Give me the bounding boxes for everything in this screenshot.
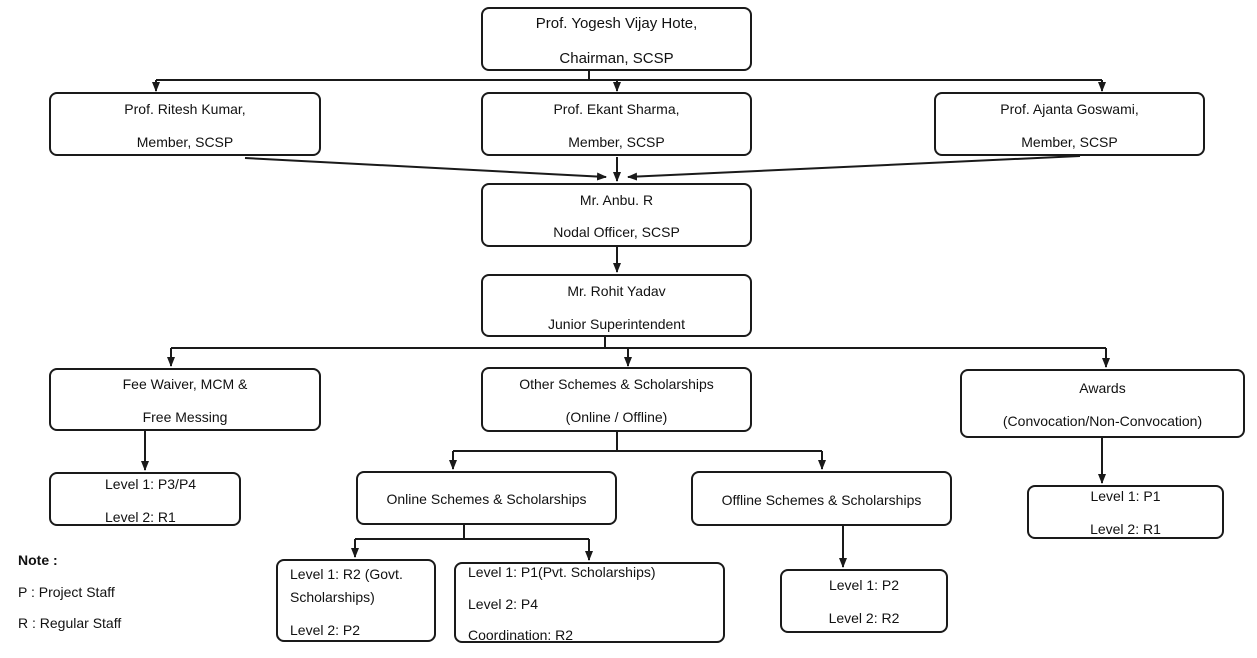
online-govt-level-1: Level 1: R2 (Govt. [290,566,403,582]
chairman-name: Prof. Yogesh Vijay Hote, [535,15,698,32]
member-box-ajanta-goswami: Prof. Ajanta Goswami, Member, SCSP [934,92,1205,156]
superintendent-name: Mr. Rohit Yadav [567,283,666,299]
member-title: Member, SCSP [136,134,234,150]
note-regular-staff: R : Regular Staff [18,615,122,631]
online-pvt-levels-box: Level 1: P1(Pvt. Scholarships) Level 2: … [454,562,725,643]
awards-box: Awards (Convocation/Non-Convocation) [960,369,1245,438]
fee-waiver-box: Fee Waiver, MCM & Free Messing [49,368,321,431]
member-box-ritesh-kumar: Prof. Ritesh Kumar, Member, SCSP [49,92,321,156]
member-box-ekant-sharma: Prof. Ekant Sharma, Member, SCSP [481,92,752,156]
other-schemes-line-1: Other Schemes & Scholarships [519,376,714,392]
connector-member-1-to-nodal [244,157,607,181]
awards-level-2: Level 2: R1 [1090,521,1161,537]
note-title: Note : [18,552,58,568]
note-project-staff: P : Project Staff [18,584,115,600]
online-pvt-level-1: Level 1: P1(Pvt. Scholarships) [468,564,656,580]
nodal-officer-name: Mr. Anbu. R [579,192,654,208]
chairman-title: Chairman, SCSP [559,50,674,67]
offline-schemes-box: Offline Schemes & Scholarships [691,471,952,526]
fee-level-2: Level 2: R1 [105,509,176,525]
other-schemes-line-2: (Online / Offline) [565,409,668,425]
online-govt-level-2: Level 2: P2 [290,622,361,638]
chairman-box: Prof. Yogesh Vijay Hote, Chairman, SCSP [481,7,752,71]
nodal-officer-box: Mr. Anbu. R Nodal Officer, SCSP [481,183,752,247]
awards-levels-box: Level 1: P1 Level 2: R1 [1027,485,1224,539]
offline-levels-box: Level 1: P2 Level 2: R2 [780,569,948,633]
online-govt-levels-box: Level 1: R2 (Govt. Scholarships) Level 2… [276,559,436,642]
online-pvt-coordination: Coordination: R2 [468,627,574,643]
superintendent-title: Junior Superintendent [548,316,685,332]
fee-waiver-line-2: Free Messing [142,409,228,425]
online-schemes-label: Online Schemes & Scholarships [386,491,587,507]
awards-level-1: Level 1: P1 [1090,488,1161,504]
online-govt-level-1-cont: Scholarships) [290,589,375,605]
awards-subtitle: (Convocation/Non-Convocation) [1002,413,1203,429]
online-schemes-box: Online Schemes & Scholarships [356,471,617,525]
member-name: Prof. Ajanta Goswami, [1000,101,1139,117]
fee-levels-box: Level 1: P3/P4 Level 2: R1 [49,472,241,526]
fee-level-1: Level 1: P3/P4 [105,476,197,492]
nodal-officer-title: Nodal Officer, SCSP [553,224,680,240]
awards-title: Awards [1079,380,1126,396]
fee-waiver-line-1: Fee Waiver, MCM & [122,376,248,392]
superintendent-box: Mr. Rohit Yadav Junior Superintendent [481,274,752,337]
offline-level-2: Level 2: R2 [828,610,900,626]
online-pvt-level-2: Level 2: P4 [468,596,539,612]
member-title: Member, SCSP [1021,134,1118,150]
member-name: Prof. Ritesh Kumar, [124,101,246,117]
connector-member-3-to-nodal [627,155,1081,181]
other-schemes-box: Other Schemes & Scholarships (Online / O… [481,367,752,432]
offline-level-1: Level 1: P2 [828,577,900,593]
member-title: Member, SCSP [568,134,665,150]
member-name: Prof. Ekant Sharma, [553,101,680,117]
offline-schemes-label: Offline Schemes & Scholarships [721,492,922,508]
